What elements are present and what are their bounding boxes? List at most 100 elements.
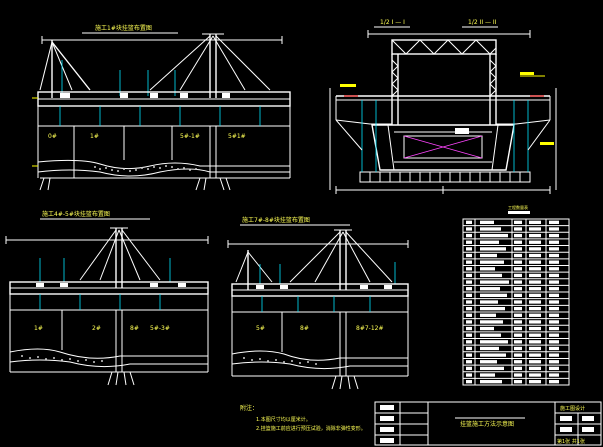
table-cell-mark — [529, 253, 541, 258]
notes-heading: 附注： — [240, 404, 258, 412]
table-cell-mark — [529, 353, 541, 357]
table-cell-mark — [514, 380, 522, 384]
table-cell-mark — [549, 273, 559, 278]
table-cell-mark — [480, 247, 506, 251]
view-title-mid-right: 施工7#-8#块挂篮布置图 — [242, 216, 310, 224]
table-cell-mark — [480, 353, 506, 357]
table-cell-mark — [514, 366, 522, 371]
view-section: 1/2 I — I 1/2 II — II — [329, 19, 557, 194]
table-cell-mark — [480, 287, 500, 291]
table-cell-mark — [514, 353, 522, 357]
table-cell-mark — [549, 240, 559, 244]
table-cell-mark — [466, 346, 472, 351]
table-cell-mark — [514, 313, 522, 317]
table-rows — [463, 220, 569, 384]
table-cell-mark — [480, 326, 494, 331]
section-label-right: 1/2 II — II — [468, 19, 497, 26]
table-cell-mark — [480, 306, 505, 311]
section-label-left: 1/2 I — I — [380, 19, 405, 26]
table-cell-mark — [466, 360, 472, 364]
table-cell-mark — [480, 346, 499, 351]
table-cell-mark — [466, 320, 472, 324]
table-cell-mark — [514, 233, 522, 238]
table-cell-mark — [514, 240, 522, 244]
table-cell-mark — [529, 346, 541, 351]
notes-line: 2.挂篮施工前应进行预压试验，消除非弹性变形。 — [256, 425, 366, 432]
table-cell-mark — [466, 267, 472, 271]
table-cell-mark — [514, 306, 522, 311]
table-cell-mark — [480, 273, 502, 278]
table-frame — [462, 218, 570, 386]
span-label: 8# — [300, 325, 309, 332]
table-cell-mark — [466, 380, 472, 384]
sheet-number: 第1张 共1张 — [557, 438, 585, 445]
table-cell-mark — [529, 233, 541, 238]
table-cell-mark — [466, 273, 472, 278]
table-cell-mark — [549, 340, 559, 344]
table-cell-mark — [514, 247, 522, 251]
table-cell-mark — [529, 287, 541, 291]
span-label: 0# — [48, 133, 57, 140]
table-cell-mark — [549, 227, 559, 231]
table-cell-mark — [466, 240, 472, 244]
span-label: 8#7-12# — [356, 325, 384, 332]
view-title-mid-left: 施工4#-5#块挂篮布置图 — [42, 210, 110, 218]
table-cell-mark — [466, 306, 472, 311]
table-cell-mark — [480, 313, 496, 317]
table-cell-mark — [549, 353, 559, 357]
table-cell-mark — [514, 227, 522, 231]
table-cell-mark — [529, 293, 541, 298]
table-cell-mark — [514, 333, 522, 337]
view-top-left: 施工1#块挂篮布置图 — [32, 24, 291, 191]
table-cell-mark — [529, 227, 541, 231]
table-cell-mark — [514, 267, 522, 271]
span-label: 5#1# — [228, 133, 246, 140]
span-label: 8# — [130, 325, 139, 332]
table-cell-mark — [466, 366, 472, 371]
table-cell-mark — [466, 340, 472, 344]
table-cell-mark — [529, 220, 541, 224]
table-cell-mark — [529, 306, 541, 311]
table-cell-mark — [549, 380, 559, 384]
table-cell-mark — [529, 380, 541, 384]
view-mid-left: 施工4#-5#块挂篮布置图 1# 2# 8# 5#-3# — [5, 210, 209, 386]
table-cell-mark — [466, 326, 472, 331]
table-cell-mark — [549, 293, 559, 298]
table-cell-mark — [514, 346, 522, 351]
table-cell-mark — [549, 260, 559, 264]
table-cell-mark — [549, 366, 559, 371]
table-cell-mark — [480, 220, 494, 224]
table-cell-mark — [466, 233, 472, 238]
table-cell-mark — [480, 240, 499, 244]
table-cell-mark — [549, 326, 559, 331]
table-cell-mark — [549, 233, 559, 238]
table-cell-mark — [514, 360, 522, 364]
table-cell-mark — [480, 373, 495, 377]
table-cell-mark — [466, 280, 472, 284]
span-label: 1# — [34, 325, 43, 332]
table-cell-mark — [514, 287, 522, 291]
table-cell-mark — [549, 280, 559, 284]
table-cell-mark — [466, 260, 472, 264]
table-cell-mark — [480, 340, 508, 344]
table-cell-mark — [549, 360, 559, 364]
table-cell-mark — [480, 366, 504, 371]
table-cell-mark — [466, 227, 472, 231]
table-cell-mark — [480, 380, 502, 384]
table-cell-mark — [549, 333, 559, 337]
table-cell-mark — [529, 320, 541, 324]
span-label: 5#-3# — [150, 325, 170, 332]
table-cell-mark — [529, 267, 541, 271]
span-label: 5#-1# — [180, 133, 200, 140]
table-cell-mark — [480, 267, 495, 271]
table-cell-mark — [529, 247, 541, 251]
span-label: 5# — [256, 325, 265, 332]
table-cell-mark — [480, 253, 497, 258]
table-cell-mark — [529, 273, 541, 278]
table-cell-mark — [466, 287, 472, 291]
span-label: 2# — [92, 325, 101, 332]
table-cell-mark — [480, 233, 508, 238]
table-cell-mark — [549, 267, 559, 271]
table-cell-mark — [514, 326, 522, 331]
